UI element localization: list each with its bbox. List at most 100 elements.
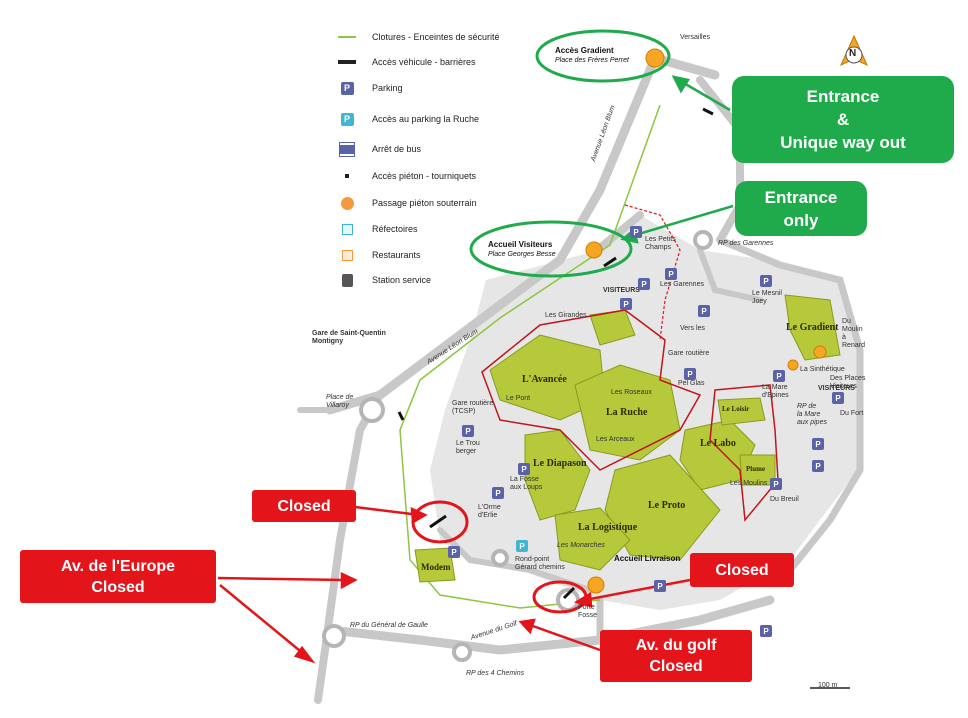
label-sinthetique: La Sinthétique	[800, 366, 845, 373]
parking-marker: P	[620, 298, 632, 310]
green-highlights	[469, 29, 671, 278]
bus-stop-icon	[340, 142, 354, 156]
legend-item: Arrêt de bus	[336, 140, 421, 158]
parking-marker: P	[492, 487, 504, 499]
legend-item: Passage piéton souterrain	[336, 194, 477, 212]
vehicle-barriers	[397, 107, 714, 600]
label-les-arceaux: Les Arceaux	[596, 436, 635, 443]
parking-marker: P	[760, 625, 772, 637]
parking-marker: P	[630, 226, 642, 238]
label-du-fort: Du Fort	[840, 410, 864, 417]
parking-marker: P	[760, 275, 772, 287]
label-pel-glas: Pel Glas	[678, 380, 705, 387]
roundabouts	[322, 230, 713, 662]
building-modem: Modem	[421, 562, 451, 572]
parking-marker: P	[832, 392, 844, 404]
label-les-monarches: Les Monarches	[557, 542, 605, 549]
label-les-girandes: Les Girandes	[545, 312, 587, 319]
callout-entrance-only: Entrance only	[735, 181, 867, 236]
parking-marker: P	[654, 580, 666, 592]
label-versailles: Versailles	[680, 34, 710, 41]
parking-marker: P	[665, 268, 677, 280]
parking-marker: P	[518, 463, 530, 475]
callout-closed-left: Closed	[252, 490, 356, 522]
building-ruche: La Ruche	[606, 407, 648, 418]
label-les-roseaux: Les Roseaux	[611, 389, 652, 396]
gate-gradient-label: Accès Gradient Place des Frères Perret	[555, 46, 629, 64]
building-proto: Le Proto	[648, 500, 686, 511]
callout-golf-closed: Av. du golf Closed	[600, 630, 752, 682]
parking-marker: P	[770, 478, 782, 490]
parking-marker: P	[448, 546, 460, 558]
legend-item: Restaurants	[336, 246, 421, 264]
gate-visiteurs-label: Accueil Visiteurs Place Georges Besse	[488, 240, 556, 258]
north-arrow: N	[839, 34, 869, 69]
parking-marker: P	[812, 460, 824, 472]
building-gradient: Le Gradient	[786, 322, 839, 333]
building-labo: Le Labo	[700, 438, 736, 449]
parking-marker: P	[698, 305, 710, 317]
restaurant-icon	[341, 249, 353, 261]
legend-item: Accès piéton - tourniquets	[336, 167, 476, 185]
barrier-icon	[338, 60, 356, 64]
label-rp-4chemins: RP des 4 Chemins	[466, 670, 525, 677]
label-le-pont: Le Pont	[506, 395, 531, 402]
label-gare-routiere: Gare routière	[668, 350, 710, 357]
label-rp-garennes: RP des Garennes	[718, 240, 774, 247]
callout-entrance-exit: Entrance & Unique way out	[732, 76, 954, 163]
legend-item: Accès véhicule - barrières	[336, 53, 476, 71]
label-du-breuil: Du Breuil	[770, 496, 799, 503]
building-avancee: L'Avancée	[522, 374, 567, 385]
building-logistique: La Logistique	[578, 522, 638, 533]
label-visiteurs-parking: VISITEURS	[603, 287, 640, 294]
label-vers-les: Vers les	[680, 325, 705, 332]
north-label: N	[849, 48, 857, 59]
callout-closed-right: Closed	[690, 553, 794, 587]
gate-markers	[585, 48, 827, 594]
parking-marker: P	[638, 278, 650, 290]
building-loisir: Le Loisir	[722, 405, 750, 413]
label-rp-gaulle: RP du Général de Gaulle	[350, 622, 428, 629]
restricted-zone-dotted	[624, 204, 681, 341]
zone-outlines	[481, 309, 779, 522]
fence-line-icon	[338, 36, 356, 38]
security-fence	[399, 104, 661, 609]
label-gare-routiere-tcsp: Gare routière(TCSP)	[452, 400, 494, 415]
red-arrows	[217, 505, 691, 664]
legend-item: Station service	[336, 271, 431, 289]
label-visiteurs-parking-2: VISITEURS	[818, 385, 855, 392]
pedestrian-underpass-icon	[340, 196, 354, 210]
legend-item: Réfectoires	[336, 220, 418, 238]
building-diapason: Le Diapason	[533, 458, 587, 469]
gate-livraison-label: Accueil Livraison	[614, 554, 681, 563]
label-les-moulins: Les Moulins	[730, 480, 768, 487]
parking-icon: P	[340, 81, 354, 95]
buildings	[414, 294, 841, 583]
parking-marker: P	[462, 425, 474, 437]
callout-europe-closed: Av. de l'Europe Closed	[20, 550, 216, 603]
parking-marker: P	[773, 370, 785, 382]
parking-marker: P	[684, 368, 696, 380]
label-scale: 100 m	[818, 682, 838, 689]
fuel-pump-icon	[341, 273, 353, 287]
legend-item: Clotures - Enceintes de sécurité	[336, 28, 500, 46]
turnstile-icon	[345, 174, 349, 178]
building-plume: Plume	[746, 465, 766, 473]
parking-marker: P	[812, 438, 824, 450]
parking-ruche-icon: P	[340, 112, 354, 126]
